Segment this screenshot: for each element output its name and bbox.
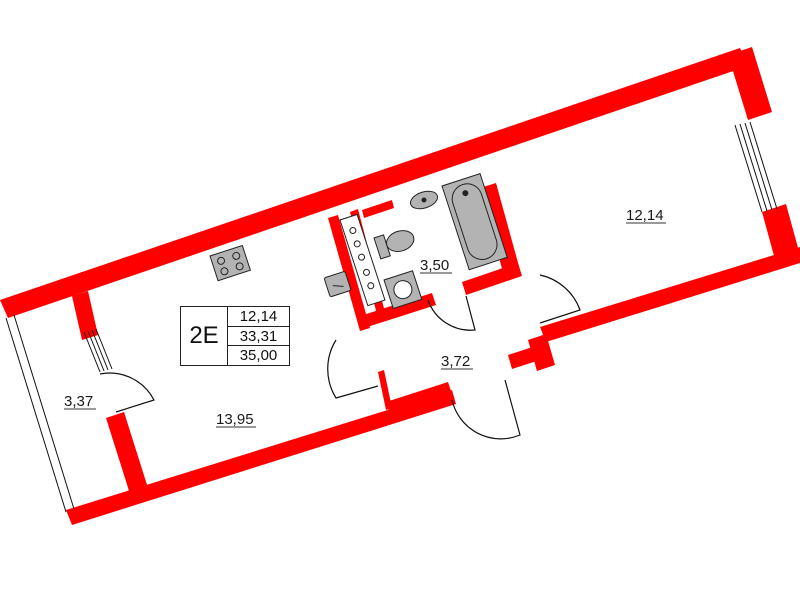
bathroom-door [427,295,476,331]
area-no-balcony-value: 33,31 [228,327,289,347]
room-area-bathroom: 3,50 [420,257,449,274]
room-area-balcony: 3,37 [64,393,93,410]
wall-kitchen-left-upper [72,291,98,340]
bathtub-icon [441,173,508,271]
washing-machine-icon [383,270,423,310]
cabinet-icon [339,213,386,307]
wall-bedroom-bottom [540,247,800,342]
apartment-info-box: 2E 12,14 33,31 35,00 [180,306,290,366]
wall-bath-niche [362,200,394,218]
wall-top [0,48,748,318]
wall-shaft-left [328,215,370,331]
stove-icon [209,244,252,282]
wall-kitchen-left-lower [106,412,148,494]
room-area-kitchen: 13,95 [216,411,254,428]
bedroom-door [539,274,581,324]
fixtures [209,173,508,310]
apartment-code: 2E [181,307,228,365]
bathroom-sink-icon [409,190,439,210]
kitchen-door [327,339,379,399]
walls [0,47,800,525]
room-area-bedroom: 12,14 [626,207,664,224]
living-area-value: 12,14 [228,307,289,327]
wall-bottom [66,390,456,525]
room-area-hallway: 3,72 [441,353,470,370]
toilet-icon [373,230,415,260]
wall-bath-lower [360,293,436,328]
room-labels: 12,14 3,50 3,72 13,95 3,37 [64,207,666,428]
total-area-value: 35,00 [239,347,278,365]
kitchen-sink-icon [324,271,352,298]
windows [5,121,778,513]
wall-bath-bottom [462,263,522,295]
wall-right-lower [762,204,800,263]
doors [99,274,581,440]
balcony-door [99,372,155,413]
wall-step2 [508,342,552,369]
entrance-door [451,379,521,440]
wall-hall-stub [378,370,392,410]
wall-right-upper [728,47,772,120]
